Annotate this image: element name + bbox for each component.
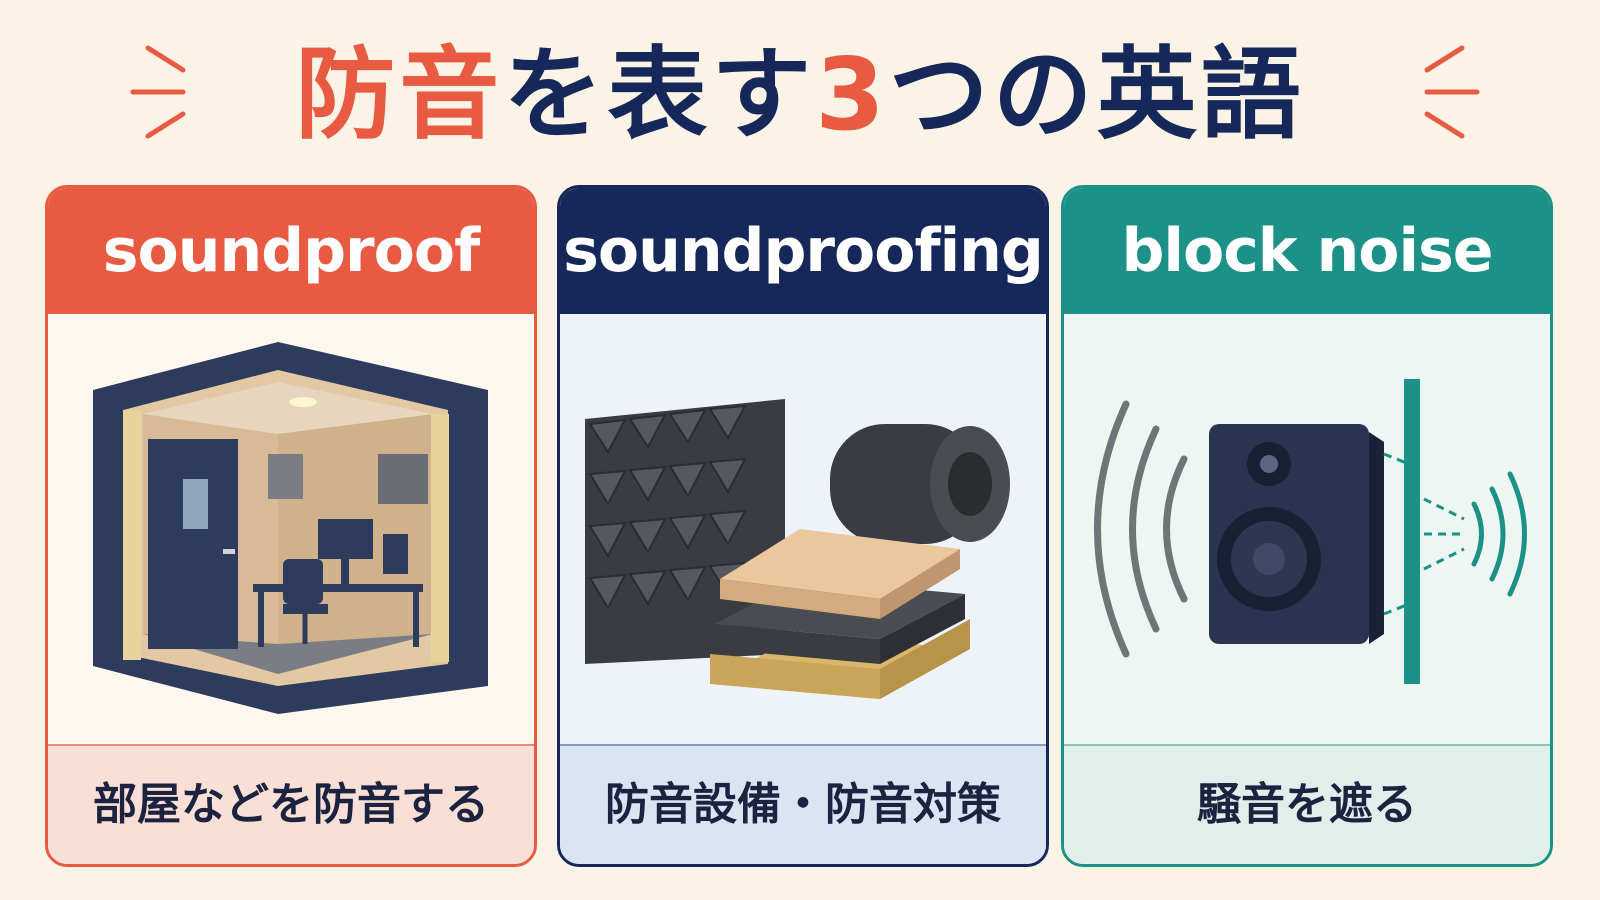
title-part-4: つの英語	[888, 36, 1305, 153]
title-part-2: を表す	[503, 36, 816, 153]
card-meaning: 部屋などを防音する	[48, 746, 534, 864]
card-term: soundproofing	[560, 188, 1046, 314]
card-block-noise: block noise	[1061, 185, 1553, 867]
card-soundproofing: soundproofing	[557, 185, 1049, 867]
card-illustration	[1064, 314, 1550, 746]
card-term: block noise	[1064, 188, 1550, 314]
acoustic-materials-icon	[585, 399, 1010, 699]
card-meaning: 騒音を遮る	[1064, 746, 1550, 864]
card-term: soundproof	[48, 188, 534, 314]
left-rays-icon	[130, 45, 186, 139]
card-soundproof: soundproof	[45, 185, 537, 867]
card-illustration	[48, 314, 534, 746]
card-illustration	[560, 314, 1046, 746]
page-title: 防音を表す3つの英語	[0, 30, 1600, 160]
soundproof-room-icon	[93, 342, 488, 714]
title-part-3: 3	[815, 36, 889, 153]
title-part-1: 防音	[295, 36, 504, 153]
card-meaning: 防音設備・防音対策	[560, 746, 1046, 864]
right-rays-icon	[1424, 45, 1480, 139]
speaker-barrier-icon	[1094, 379, 1527, 684]
